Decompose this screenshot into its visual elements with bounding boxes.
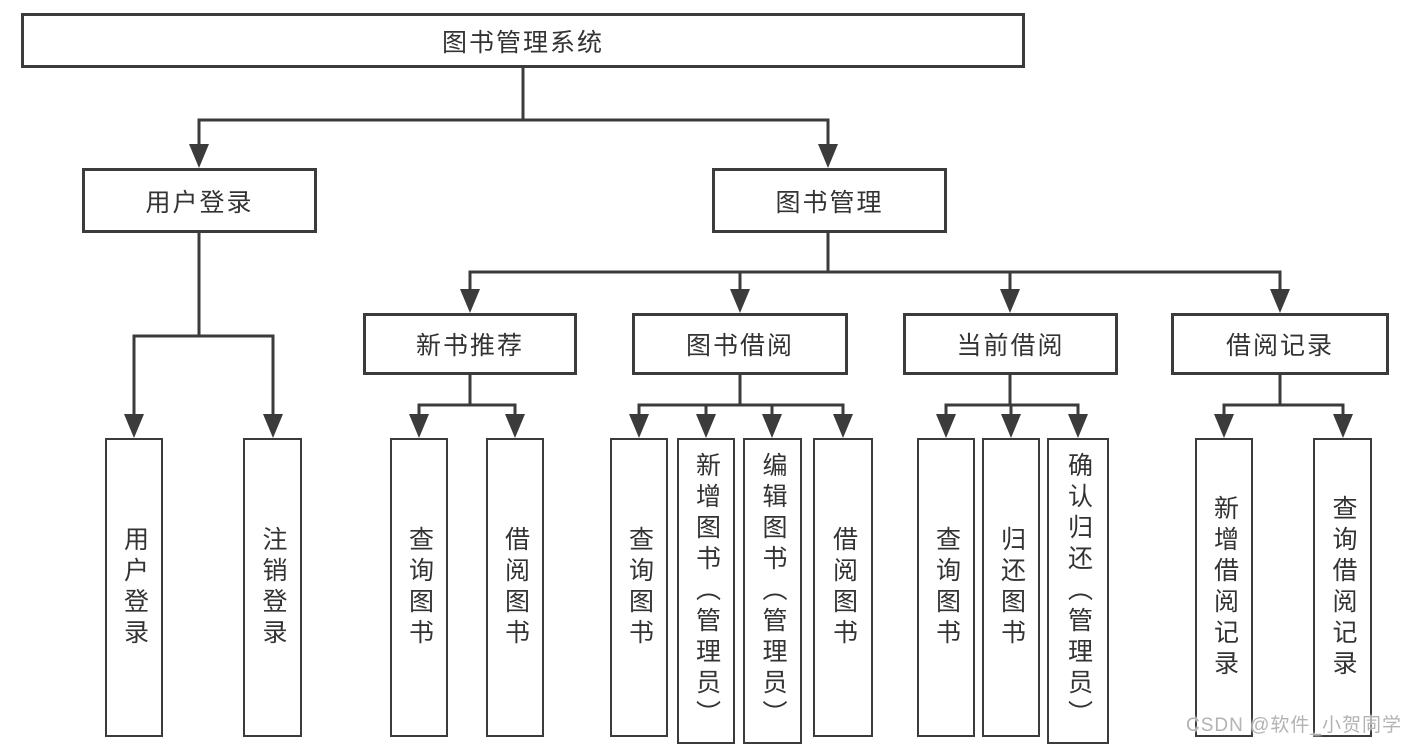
leaf-bb-borrow-books: 借阅图书 bbox=[813, 438, 873, 737]
leaf-cb-return-books: 归还图书 bbox=[982, 438, 1040, 737]
leaf-br-add-record: 新增借阅记录 bbox=[1195, 438, 1253, 737]
leaf-br-query-record: 查询借阅记录 bbox=[1313, 438, 1372, 737]
arrowheads bbox=[124, 144, 1353, 438]
leaf-nb-borrow-books: 借阅图书 bbox=[486, 438, 544, 737]
leaf-nb-query-books: 查询图书 bbox=[390, 438, 448, 737]
leaf-cb-confirm-return-admin: 确认归还（管理员） bbox=[1047, 438, 1109, 744]
leaf-bb-query-books: 查询图书 bbox=[610, 438, 668, 737]
node-new-book-recommend: 新书推荐 bbox=[363, 313, 577, 375]
leaf-bb-add-books-admin: 新增图书（管理员） bbox=[677, 438, 735, 744]
leaf-user-login: 用户登录 bbox=[105, 438, 163, 737]
node-user-login: 用户登录 bbox=[82, 168, 317, 233]
leaf-bb-edit-books-admin: 编辑图书（管理员） bbox=[743, 438, 802, 744]
node-book-borrowing: 图书借阅 bbox=[632, 313, 848, 375]
node-current-borrowing: 当前借阅 bbox=[903, 313, 1118, 375]
node-borrow-records: 借阅记录 bbox=[1171, 313, 1389, 375]
node-book-management: 图书管理 bbox=[712, 168, 947, 233]
leaf-logout: 注销登录 bbox=[243, 438, 302, 737]
csdn-watermark: CSDN @软件_小贺同学 bbox=[1186, 715, 1402, 736]
leaf-cb-query-books: 查询图书 bbox=[917, 438, 975, 737]
node-library-system: 图书管理系统 bbox=[21, 13, 1025, 68]
